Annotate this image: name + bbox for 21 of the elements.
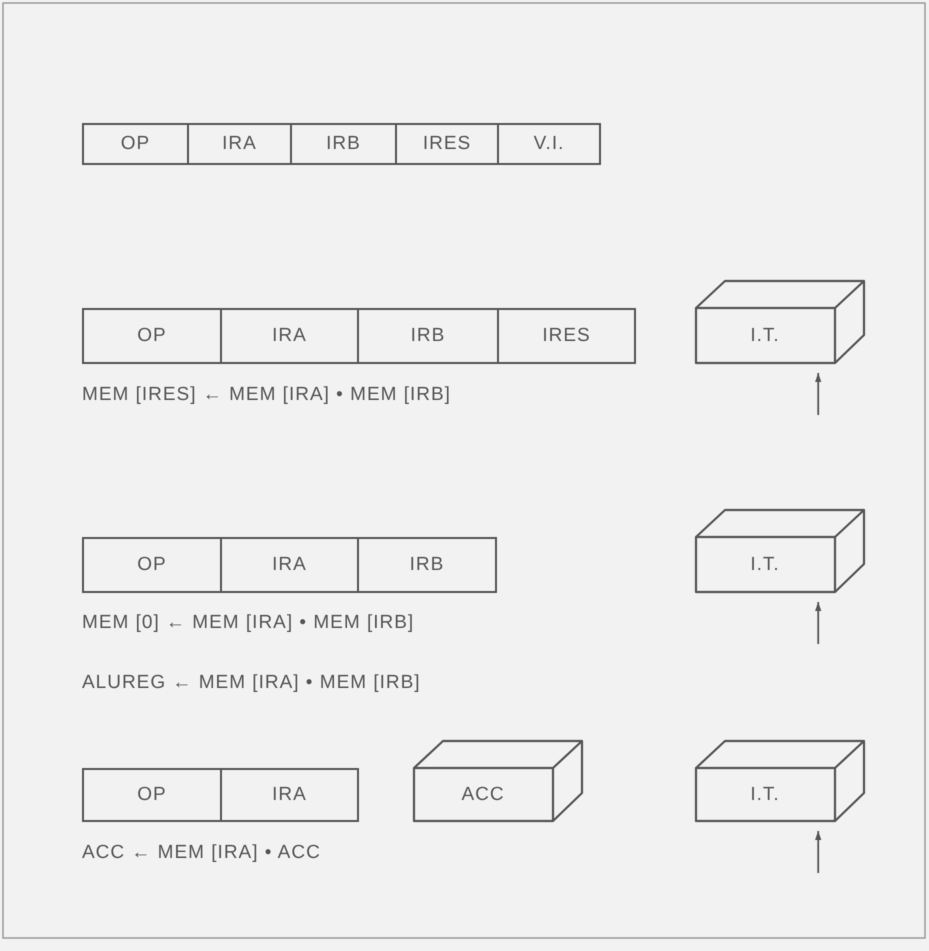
- instruction-field: IRES: [497, 308, 636, 364]
- instruction-field: OP: [82, 768, 222, 822]
- arrow: [815, 831, 822, 873]
- instruction-field: V.I.: [497, 123, 601, 165]
- transfer-formula: ACC ← MEM [IRA] • ACC: [82, 842, 321, 864]
- instruction-field: IRB: [290, 123, 397, 165]
- instruction-field: IRB: [357, 537, 497, 593]
- instruction-field: OP: [82, 123, 189, 165]
- transfer-formula: ALUREG ← MEM [IRA] • MEM [IRB]: [82, 672, 421, 694]
- transfer-formula: MEM [IRES] ← MEM [IRA] • MEM [IRB]: [82, 384, 451, 406]
- arrow: [815, 602, 822, 644]
- instruction-field: OP: [82, 537, 222, 593]
- transfer-formula: MEM [0] ← MEM [IRA] • MEM [IRB]: [82, 612, 414, 634]
- instruction-field: IRA: [220, 537, 359, 593]
- instruction-field: IRB: [357, 308, 499, 364]
- instruction-field: IRES: [395, 123, 499, 165]
- instruction-field: IRA: [220, 308, 359, 364]
- instruction-field: IRA: [220, 768, 359, 822]
- instruction-field: IRA: [187, 123, 292, 165]
- arrow: [815, 373, 822, 415]
- instruction-field: OP: [82, 308, 222, 364]
